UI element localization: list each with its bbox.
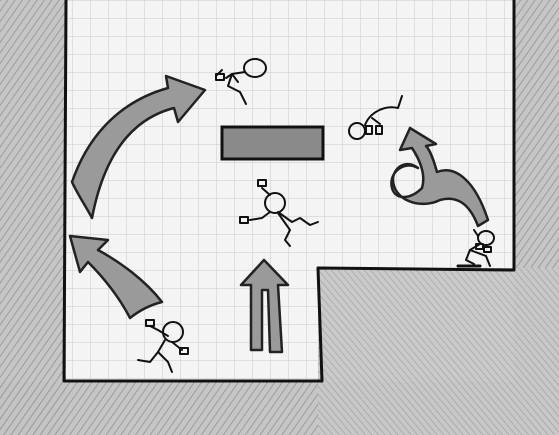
raised-ledge [318,268,559,435]
stick-figure-crouching-ledge [456,229,495,268]
stick-figure-flipping-right [348,95,403,140]
flip-arrow-right [390,126,490,228]
stick-figure-jumping-top [215,58,267,105]
terrain-outline [62,0,516,383]
floating-platform [220,125,325,161]
left-wall [0,0,66,435]
jump-arrow-left-upper [70,74,207,220]
jump-arrow-left-lower [68,234,164,320]
stick-figure-mid-air-center [239,179,319,247]
jump-arrow-center-up [239,258,290,354]
stick-figure-running-bottom-left [137,319,189,373]
